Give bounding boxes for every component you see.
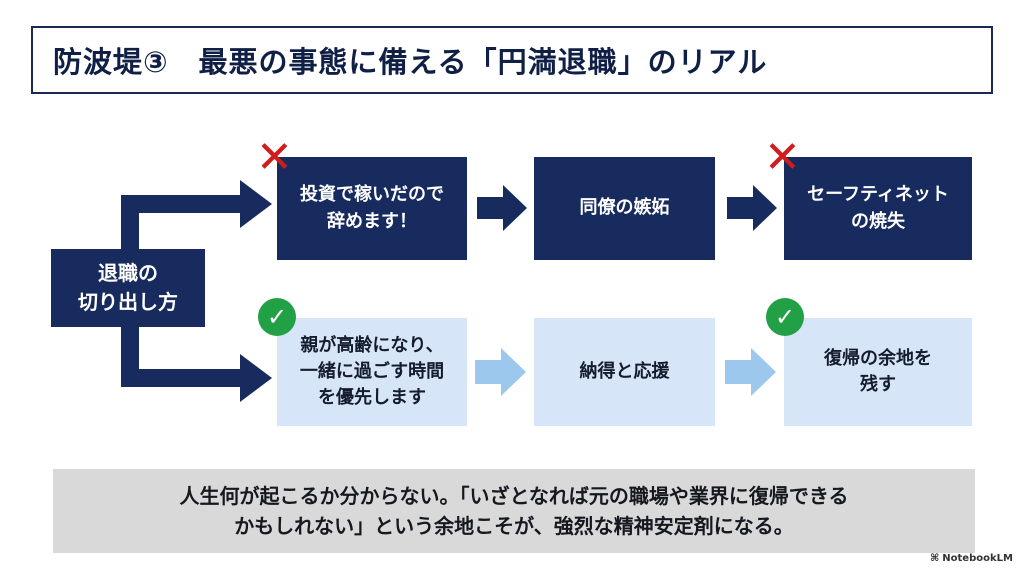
bad-node-statement: 投資で稼いだので 辞めます！: [277, 157, 467, 260]
check-icon: ✓: [258, 298, 296, 336]
summary-line-2: かもしれない」という余地こそが、強烈な精神安定剤になる。: [234, 514, 794, 538]
summary-note: 人生何が起こるか分からない。「いざとなれば元の職場や業界に復帰できる かもしれな…: [53, 469, 975, 553]
good-node-room-to-return: 復帰の余地を 残す: [784, 318, 972, 426]
arrow-to-good-path: [240, 354, 272, 402]
bad-node-safety-net-lost: セーフティネット の焼失: [784, 157, 972, 260]
bracket-bottom-horizontal: [121, 369, 243, 387]
cross-icon: ✕: [764, 132, 801, 183]
summary-line-1: 人生何が起こるか分からない。「いざとなれば元の職場や業界に復帰できる: [179, 484, 849, 508]
arrow-to-bad-path: [240, 180, 272, 228]
bad-arrow-1: [477, 185, 527, 231]
bad-arrow-2: [727, 185, 777, 231]
bad-node-jealousy: 同僚の嫉妬: [534, 157, 715, 260]
good-arrow-1: [475, 348, 526, 396]
good-node-support: 納得と応援: [534, 318, 715, 426]
notebooklm-icon: ⌘: [930, 553, 940, 564]
start-node: 退職の 切り出し方: [51, 249, 205, 327]
good-arrow-2: [725, 348, 776, 396]
good-node-statement: 親が高齢になり、 一緒に過ごす時間 を優先します: [277, 318, 467, 426]
page-title: 防波堤③ 最悪の事態に備える「円満退職」のリアル: [53, 45, 768, 79]
cross-icon: ✕: [256, 132, 293, 183]
brand-watermark: ⌘ NotebookLM: [930, 553, 1013, 564]
check-icon: ✓: [766, 298, 804, 336]
brand-label: NotebookLM: [942, 553, 1013, 564]
title-box: 防波堤③ 最悪の事態に備える「円満退職」のリアル: [31, 26, 993, 94]
bracket-top-horizontal: [121, 195, 243, 213]
